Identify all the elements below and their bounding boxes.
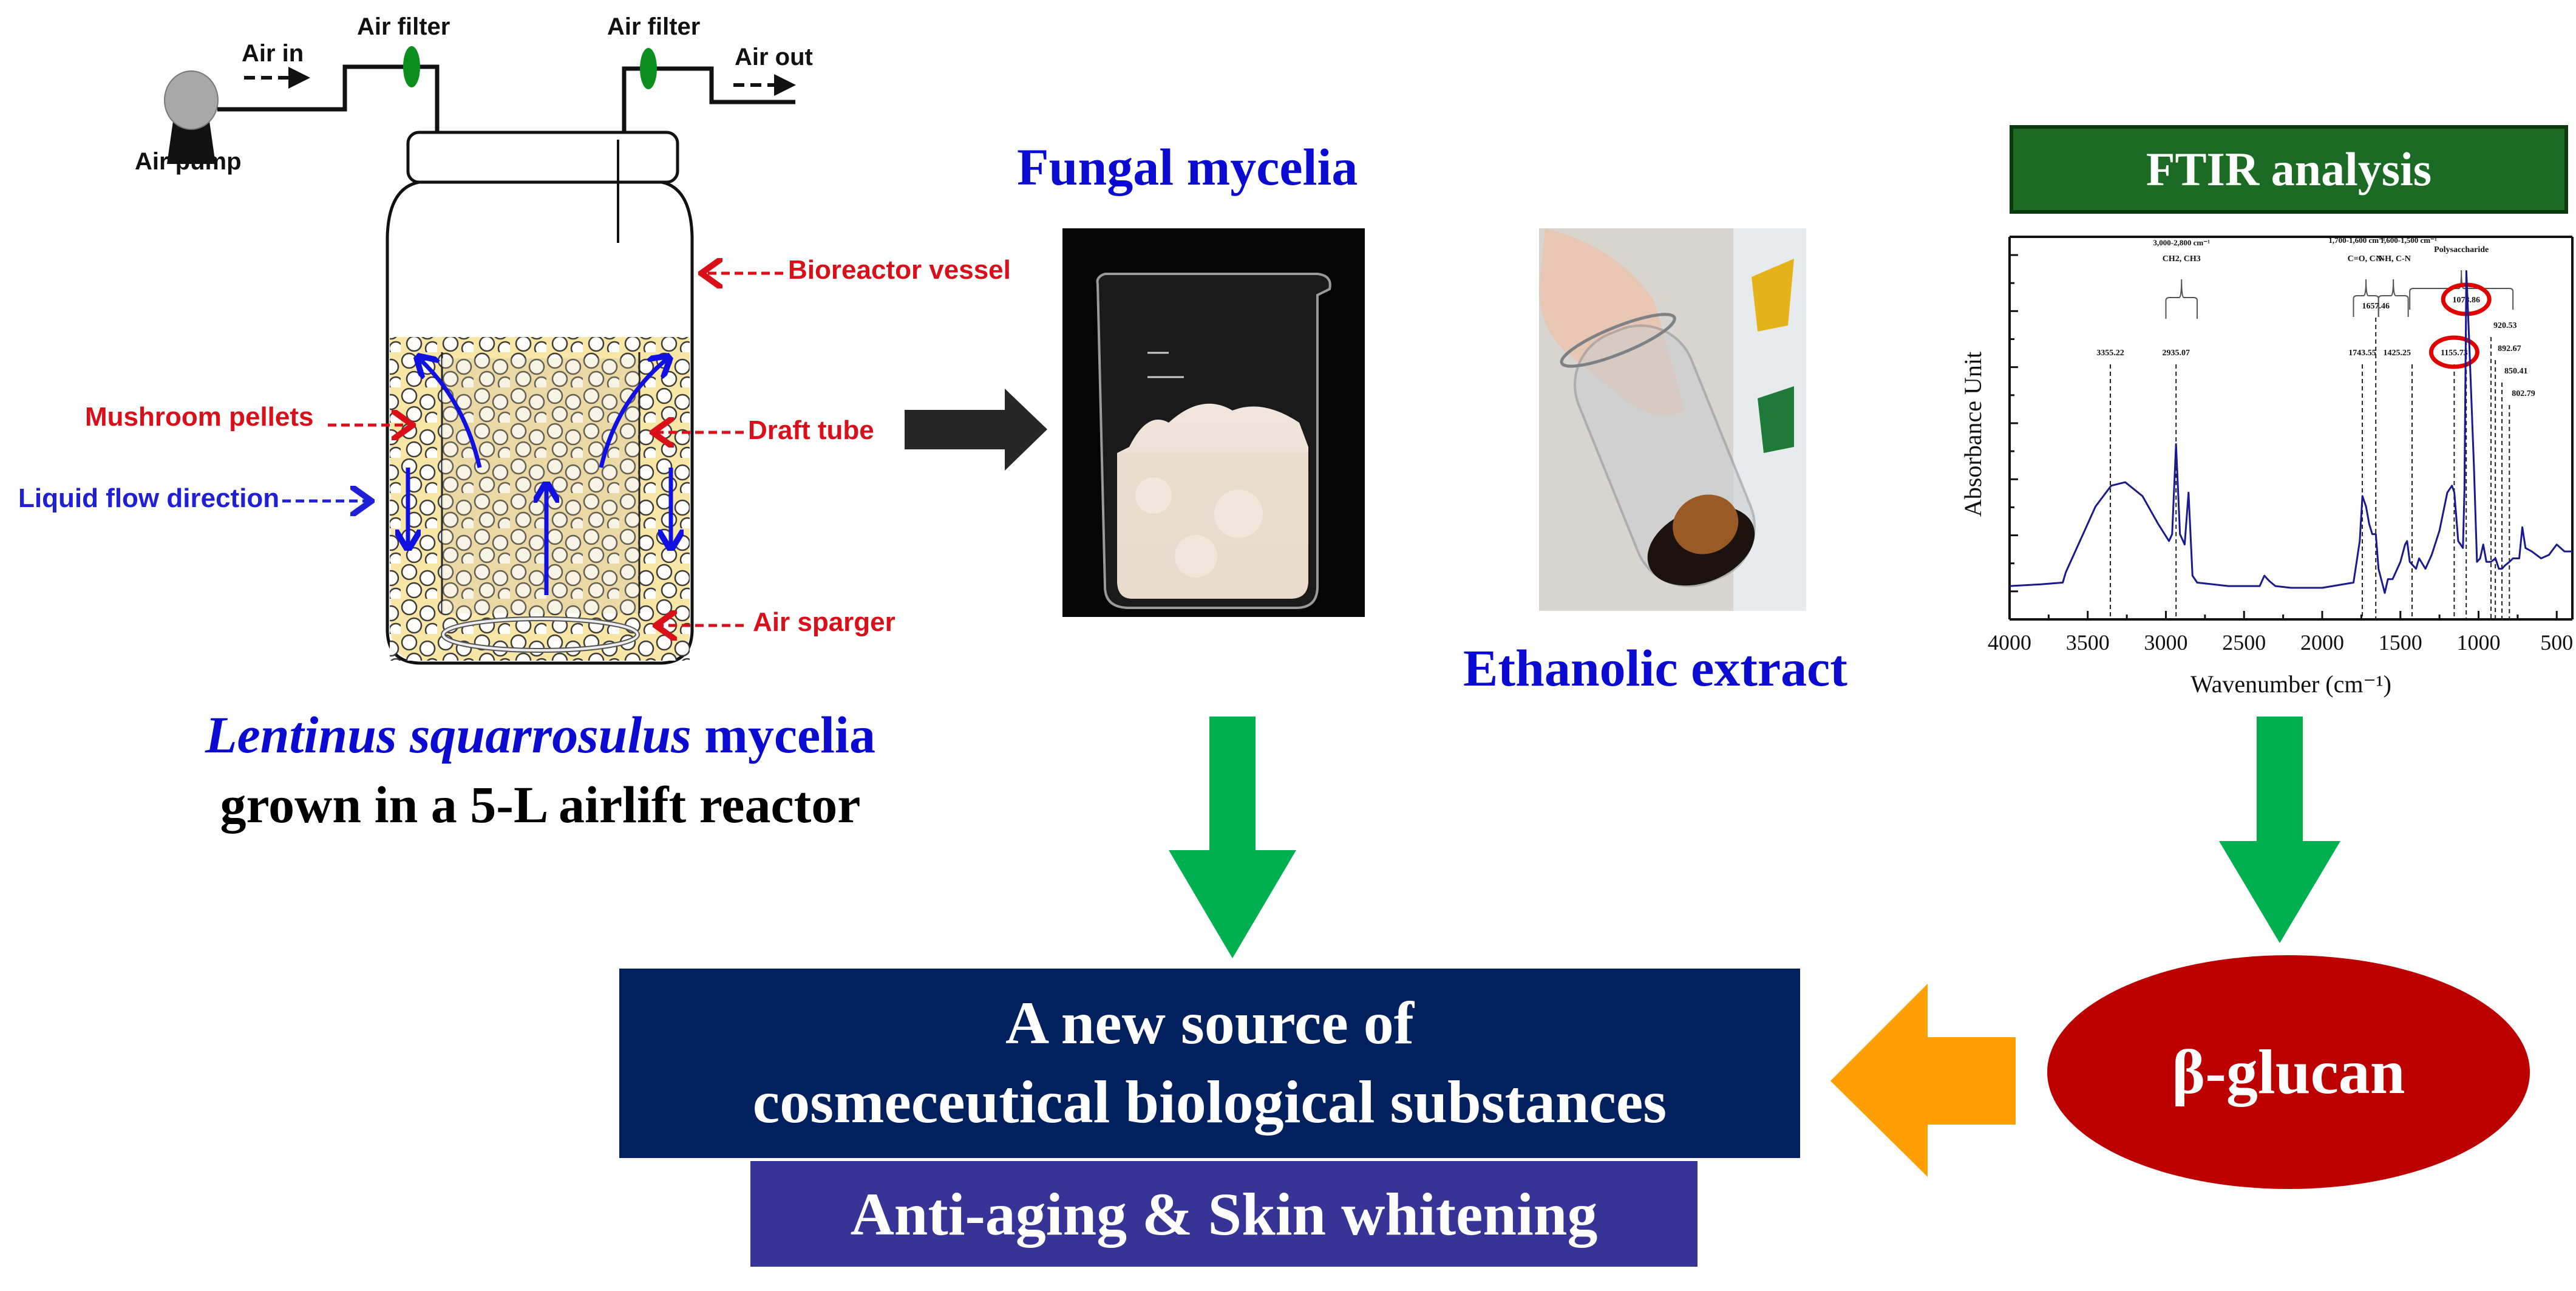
x-tick-label: 1000	[2457, 630, 2501, 655]
x-tick-label: 2000	[2300, 630, 2344, 655]
air-out-label: Air out	[735, 44, 813, 70]
air-pump-icon	[164, 70, 219, 164]
fungal-mycelia-title: Fungal mycelia	[1017, 138, 1358, 196]
region-assignment-label: Polysaccharide	[2434, 245, 2489, 254]
region-bracket	[2165, 279, 2198, 319]
liquid-flow-direction-label: Liquid flow direction	[18, 483, 280, 513]
peak-label: 2935.07	[2162, 349, 2190, 358]
reactor-caption-line1: Lentinus squarrosulus mycelia	[0, 704, 1081, 765]
ethanolic-extract-photo	[1539, 228, 1806, 611]
region-range-label: 1,600-1,500 cm⁻¹	[2380, 236, 2437, 245]
ftir-analysis-header: FTIR analysis	[2010, 125, 2568, 214]
application-box: Anti-aging & Skin whitening	[750, 1161, 1698, 1267]
region-bracket	[2353, 279, 2379, 317]
green-down-arrow-right-icon	[2219, 717, 2340, 943]
orange-left-arrow-icon	[1830, 984, 2016, 1177]
peak-label: 892.67	[2498, 344, 2521, 353]
air-in-label: Air in	[242, 40, 304, 67]
x-tick-label: 3000	[2144, 630, 2188, 655]
green-down-arrow-left-icon	[1169, 717, 1296, 958]
y-axis-title: Absorbance Unit	[1959, 352, 1986, 517]
x-tick-label: 3500	[2066, 630, 2110, 655]
ftir-spectrum-chart: 4000 3500 3000 2500 2000 1500 1000 500Wavenumbe…	[1959, 236, 2574, 698]
region-range-label: 1,700-1,600 cm⁻¹	[2328, 236, 2385, 245]
peak-highlight-circle	[2428, 335, 2479, 369]
air-filter-right-icon	[640, 48, 657, 89]
x-tick-label: 500	[2540, 630, 2573, 655]
peak-label: 1743.55	[2348, 349, 2376, 358]
air-filter-left-label: Air filter	[357, 13, 450, 40]
peak-label: 802.79	[2512, 389, 2535, 398]
bioreactor-vessel-label: Bioreactor vessel	[788, 255, 1011, 285]
peak-label: 3355.22	[2096, 349, 2124, 358]
peak-label: 1155.73	[2441, 349, 2468, 358]
spectrum-line	[2009, 270, 2572, 594]
air-filter-right-label: Air filter	[607, 13, 701, 40]
reactor-caption-line2: grown in a 5-L airlift reactor	[220, 775, 861, 834]
airlift-reactor-diagram	[164, 46, 796, 665]
air-sparger-label: Air sparger	[753, 607, 895, 637]
peak-label: 850.41	[2504, 367, 2528, 376]
vessel-cap	[406, 131, 679, 184]
x-tick-label: 1500	[2379, 630, 2422, 655]
black-right-arrow-icon	[905, 389, 1047, 471]
peak-label: 1657.46	[2362, 302, 2390, 311]
ethanolic-extract-title: Ethanolic extract	[1463, 639, 1847, 697]
peak-label: 920.53	[2493, 321, 2517, 330]
peak-label: 1425.25	[2383, 349, 2411, 358]
main-result-box: A new source of cosmeceutical biological…	[619, 969, 1800, 1158]
x-axis-title: Wavenumber (cm⁻¹)	[2190, 670, 2391, 698]
caption-suffix: mycelia	[691, 706, 875, 764]
application-text: Anti-aging & Skin whitening	[850, 1180, 1598, 1248]
fungal-mycelia-photo	[1062, 228, 1365, 617]
region-bracket	[2377, 279, 2409, 317]
liquid-flow-arrows-icon	[408, 358, 671, 595]
region-bracket	[2409, 270, 2514, 310]
ftir-analysis-header-text: FTIR analysis	[2146, 143, 2432, 196]
mushroom-pellets-label: Mushroom pellets	[85, 402, 314, 432]
beta-glucan-text: β-glucan	[2172, 1037, 2405, 1107]
main-result-line1: A new source of	[1005, 989, 1415, 1057]
x-tick-label: 4000	[1988, 630, 2031, 655]
beaker-photo-icon	[1096, 273, 1331, 609]
region-range-label: 3,000-2,800 cm⁻¹	[2153, 238, 2211, 247]
air-pump-label: Air pump	[135, 148, 242, 175]
species-name: Lentinus squarrosulus	[205, 706, 692, 764]
vial-photo-icon	[1539, 228, 1806, 611]
beta-glucan-ellipse: β-glucan	[2047, 955, 2530, 1189]
main-result-line2: cosmeceutical biological substances	[752, 1068, 1667, 1136]
draft-tube-label: Draft tube	[748, 415, 874, 445]
air-filter-left-icon	[403, 46, 420, 87]
x-tick-label: 2500	[2222, 630, 2266, 655]
region-assignment-label: N-H, C-N	[2376, 254, 2411, 264]
region-assignment-label: CH2, CH3	[2163, 254, 2201, 264]
region-assignment-label: C=O, C-N	[2348, 254, 2385, 264]
